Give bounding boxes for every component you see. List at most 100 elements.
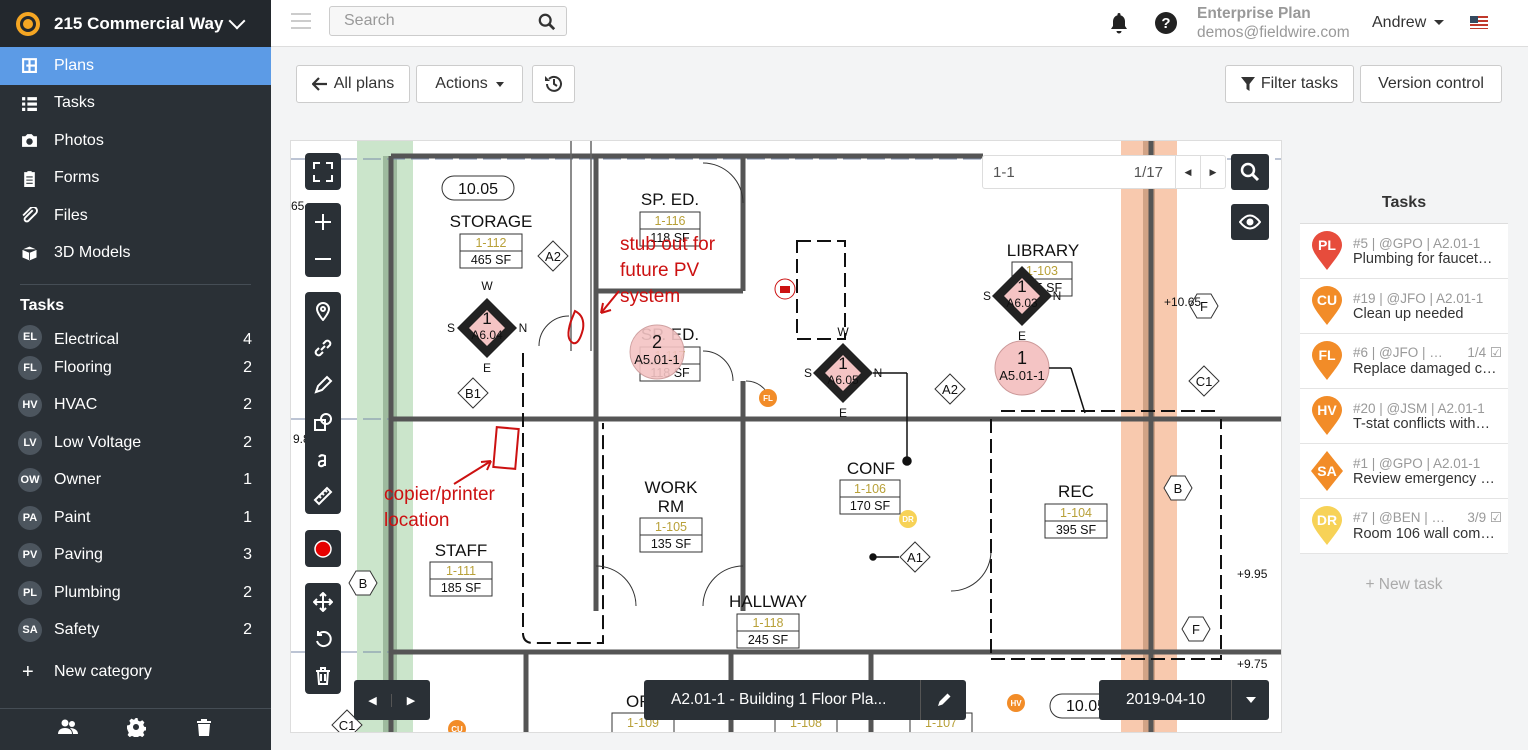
svg-text:1: 1 [1017,277,1026,296]
svg-text:170 SF: 170 SF [850,499,891,513]
search-input[interactable] [330,7,530,35]
svg-text:S: S [804,366,812,380]
history-button[interactable] [532,65,575,103]
category-item[interactable]: PL Plumbing 2 [0,574,271,612]
nav-files[interactable]: Files [0,197,271,235]
hamburger-menu-icon[interactable] [291,13,311,29]
account-plan-info: Enterprise Plan demos@fieldwire.com [1197,4,1350,42]
eye-icon [1239,214,1261,230]
undo-icon[interactable] [305,620,341,657]
nav-3d-models[interactable]: 3D Models [0,235,271,273]
next-plan-icon[interactable]: ▶ [406,694,416,707]
chevron-down-icon[interactable] [227,13,249,35]
room-name: HALLWAY [729,592,807,611]
category-count: 2 [243,396,252,414]
plan-viewer[interactable]: STORAGE SP. ED. SP. ED. LIBRARY WORK RM … [290,140,1282,733]
svg-text:1: 1 [838,354,847,373]
floor-plan-drawing[interactable]: STORAGE SP. ED. SP. ED. LIBRARY WORK RM … [291,141,1282,733]
zoom-in-icon[interactable] [305,203,341,240]
version-date-selector[interactable]: 2019-04-10 [1099,680,1269,720]
category-item[interactable]: OW Owner 1 [0,462,271,500]
search-icon[interactable] [538,13,556,31]
task-card[interactable]: PL #5 | @GPO | A2.01-1 Plumbing for fauc… [1300,224,1508,279]
current-plan-selector[interactable]: A2.01-1 - Building 1 Floor Pla... [644,680,966,720]
category-name: HVAC [54,396,98,414]
svg-text:future PV: future PV [620,260,700,281]
category-name: Flooring [54,358,112,376]
nav-label: Photos [54,131,104,149]
next-sheet-icon[interactable]: ▶ [1200,155,1225,189]
edit-pencil-icon[interactable] [920,680,966,720]
pen-icon[interactable] [305,366,341,403]
link-icon[interactable] [305,329,341,366]
category-item[interactable]: PA Paint 1 [0,499,271,537]
visibility-button[interactable] [1231,204,1269,240]
caret-down-icon[interactable] [1231,680,1269,720]
shapes-icon[interactable] [305,403,341,440]
actions-dropdown[interactable]: Actions [416,65,523,103]
red-color-swatch[interactable] [305,530,341,567]
new-category-button[interactable]: + New category [0,653,271,691]
trash-icon[interactable] [194,717,214,742]
markup-tools [305,292,341,514]
plan-pager: ◀ ▶ [354,680,430,720]
svg-text:W: W [837,325,849,339]
task-marker-icon: FL [1311,341,1343,381]
trash-icon[interactable] [305,657,341,694]
category-badge: LV [18,430,42,455]
sheet-name[interactable]: 1-1 [993,163,1015,181]
nav-label: Plans [54,56,95,74]
move-icon[interactable] [305,583,341,620]
text-tool-icon[interactable] [305,440,341,477]
category-badge: EL [18,325,42,349]
category-item[interactable]: LV Low Voltage 2 [0,424,271,462]
nav-tasks[interactable]: Tasks [0,85,271,123]
fullscreen-icon[interactable] [305,153,341,190]
help-icon[interactable]: ? [1155,12,1177,34]
nav-forms[interactable]: Forms [0,160,271,198]
bell-icon[interactable] [1109,12,1129,34]
task-meta: #5 | @GPO | A2.01-1 [1353,235,1481,251]
category-item[interactable]: FL Flooring 2 [0,349,271,387]
nav-photos[interactable]: Photos [0,122,271,160]
category-badge: HV [18,393,42,418]
filter-tasks-button[interactable]: Filter tasks [1225,65,1354,103]
task-card[interactable]: FL #6 | @JFO | … 1/4 ☑ Replace damaged c… [1300,334,1508,389]
all-plans-label: All plans [333,75,395,92]
room-name: WORK [645,478,699,497]
new-task-button[interactable]: + New task [1365,576,1443,593]
category-item[interactable]: EL Electrical 4 [0,320,271,349]
user-menu[interactable]: Andrew [1372,14,1444,32]
tasks-panel: Tasks PL #5 | @GPO | A2.01-1 Plumbing fo… [1300,190,1508,594]
category-item[interactable]: SA Safety 2 [0,612,271,650]
task-card[interactable]: DR #7 | @BEN | … 3/9 ☑ Room 106 wall com… [1300,499,1508,554]
version-control-label: Version control [1378,75,1484,92]
zoom-tools [305,203,341,277]
nav-label: Forms [54,169,100,187]
version-control-button[interactable]: Version control [1360,65,1502,103]
nav-label: Files [54,206,88,224]
svg-text:location: location [384,510,450,531]
project-name: 215 Commercial Way [54,13,224,33]
task-card[interactable]: SA #1 | @GPO | A2.01-1 Review emergency … [1300,444,1508,499]
svg-text:185 SF: 185 SF [441,581,482,595]
task-card[interactable]: CU #19 | @JFO | A2.01-1 Clean up needed [1300,279,1508,334]
gear-icon[interactable] [126,717,147,742]
nav-plans[interactable]: Plans [0,47,271,85]
us-flag-icon[interactable] [1470,16,1488,29]
prev-plan-icon[interactable]: ◀ [354,693,392,707]
zoom-out-icon[interactable] [305,240,341,277]
svg-text:1-111: 1-111 [446,564,476,578]
task-card[interactable]: HV #20 | @JSM | A2.01-1 T-stat conflicts… [1300,389,1508,444]
plan-search-button[interactable] [1231,154,1269,190]
ruler-icon[interactable] [305,477,341,514]
room-name: REC [1058,482,1094,501]
location-pin-icon[interactable] [305,292,341,329]
users-icon[interactable] [57,717,78,742]
all-plans-button[interactable]: All plans [296,65,410,103]
project-switcher[interactable]: 215 Commercial Way [0,0,271,47]
prev-sheet-icon[interactable]: ◀ [1175,155,1200,189]
category-item[interactable]: HV HVAC 2 [0,387,271,425]
room-name: LIBRARY [1007,241,1079,260]
category-item[interactable]: PV Paving 3 [0,537,271,575]
